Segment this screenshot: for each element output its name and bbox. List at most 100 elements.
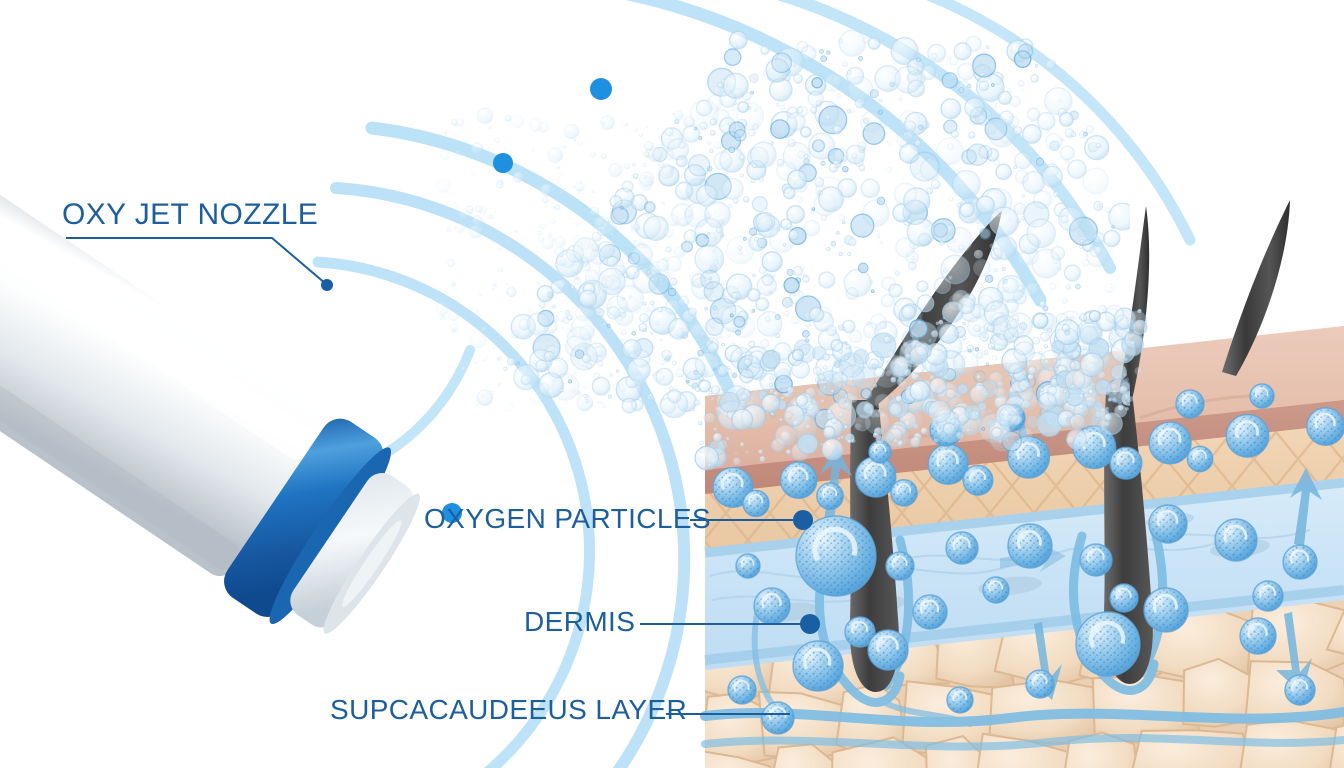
mist-bubble — [940, 98, 962, 120]
mist-bubble — [821, 438, 844, 461]
mist-bubble — [756, 311, 783, 337]
mist-bubble — [1105, 406, 1110, 411]
mist-bubble — [687, 190, 691, 194]
mist-bubble — [683, 116, 695, 128]
mist-bubble — [756, 275, 778, 297]
mist-bubble — [760, 252, 764, 256]
mist-bubble — [681, 241, 685, 245]
mist-bubble — [648, 393, 653, 398]
mist-bubble — [1003, 99, 1008, 104]
mist-bubble — [1066, 397, 1072, 403]
mist-bubble — [927, 338, 932, 343]
oxygen-particle — [1249, 383, 1275, 409]
mist-bubble — [606, 323, 611, 328]
mist-bubble — [981, 427, 985, 431]
mist-bubble — [599, 400, 603, 405]
mist-bubble — [981, 333, 987, 339]
mist-bubble — [843, 424, 848, 429]
mist-bubble — [895, 395, 903, 403]
mist-bubble — [753, 236, 760, 242]
mist-bubble — [979, 71, 985, 77]
mist-bubble — [454, 124, 458, 127]
mist-bubble — [688, 271, 705, 287]
mist-bubble — [638, 133, 644, 138]
mist-bubble — [528, 308, 533, 313]
mist-bubble — [822, 185, 826, 189]
mist-bubble — [639, 171, 655, 187]
mist-bubble — [951, 130, 959, 138]
mist-bubble — [920, 427, 928, 435]
mist-bubble — [659, 142, 664, 146]
mist-bubble — [610, 233, 614, 237]
mist-bubble — [574, 349, 585, 359]
mist-bubble — [973, 324, 981, 332]
mist-bubble — [964, 403, 981, 421]
mist-bubble — [629, 295, 633, 299]
mist-bubble — [985, 362, 990, 366]
mist-bubble — [690, 307, 694, 311]
mist-bubble — [700, 397, 704, 401]
mist-bubble — [621, 329, 627, 335]
mist-bubble — [1003, 429, 1008, 435]
mist-bubble — [1066, 435, 1075, 444]
oxygen-particle — [1007, 523, 1053, 569]
mist-bubble — [789, 302, 794, 307]
oxygen-particle — [1282, 544, 1318, 580]
mist-bubble — [661, 216, 666, 221]
mist-bubble — [961, 149, 978, 165]
mist-bubble — [878, 98, 883, 103]
mist-bubble — [643, 244, 648, 248]
mist-bubble — [1014, 169, 1030, 184]
mist-bubble — [840, 435, 845, 440]
mist-bubble — [1124, 330, 1144, 350]
mist-bubble — [854, 423, 862, 431]
mist-bubble — [807, 90, 824, 108]
mist-bubble — [1004, 299, 1019, 314]
mist-bubble — [444, 131, 448, 134]
oxy-jet-handpiece[interactable] — [0, 100, 442, 659]
mist-bubble — [733, 128, 747, 142]
mist-bubble — [935, 137, 964, 166]
mist-bubble — [875, 435, 885, 444]
mist-bubble — [634, 373, 647, 387]
mist-bubble — [480, 393, 485, 398]
mist-bubble — [847, 439, 852, 444]
mist-bubble — [1124, 393, 1130, 399]
callout-dot-oxygen — [793, 510, 813, 530]
mist-bubble — [837, 178, 858, 198]
mist-bubble — [686, 379, 690, 384]
mist-bubble — [1107, 397, 1112, 402]
mist-bubble — [723, 385, 728, 390]
mist-bubble — [858, 55, 864, 61]
mist-bubble — [776, 227, 781, 232]
mist-bubble — [1024, 281, 1041, 297]
mist-bubble — [796, 105, 809, 118]
mist-bubble — [706, 349, 709, 353]
mist-bubble — [938, 319, 944, 325]
mist-bubble — [912, 362, 925, 375]
mist-bubble — [951, 238, 956, 243]
mist-bubble — [1104, 413, 1112, 421]
mist-bubble — [604, 289, 608, 293]
mist-bubble — [802, 330, 810, 338]
mist-bubble — [708, 392, 713, 397]
mist-bubble — [835, 92, 842, 99]
mist-bubble — [822, 353, 830, 361]
mist-bubble — [731, 372, 738, 379]
mist-bubble — [739, 441, 745, 447]
mist-bubble — [989, 206, 1019, 237]
mist-bubble — [583, 333, 591, 342]
callout-dot-dermis — [800, 614, 820, 634]
mist-bubble — [590, 249, 606, 265]
mist-bubble — [969, 411, 974, 416]
mist-bubble — [731, 408, 754, 431]
mist-bubble — [749, 227, 758, 236]
mist-bubble — [961, 335, 967, 341]
mist-bubble — [972, 53, 997, 78]
mist-bubble — [622, 217, 627, 223]
mist-bubble — [669, 277, 678, 286]
mist-bubble — [1063, 264, 1081, 282]
mist-bubble — [750, 90, 755, 95]
mist-bubble — [667, 318, 690, 340]
